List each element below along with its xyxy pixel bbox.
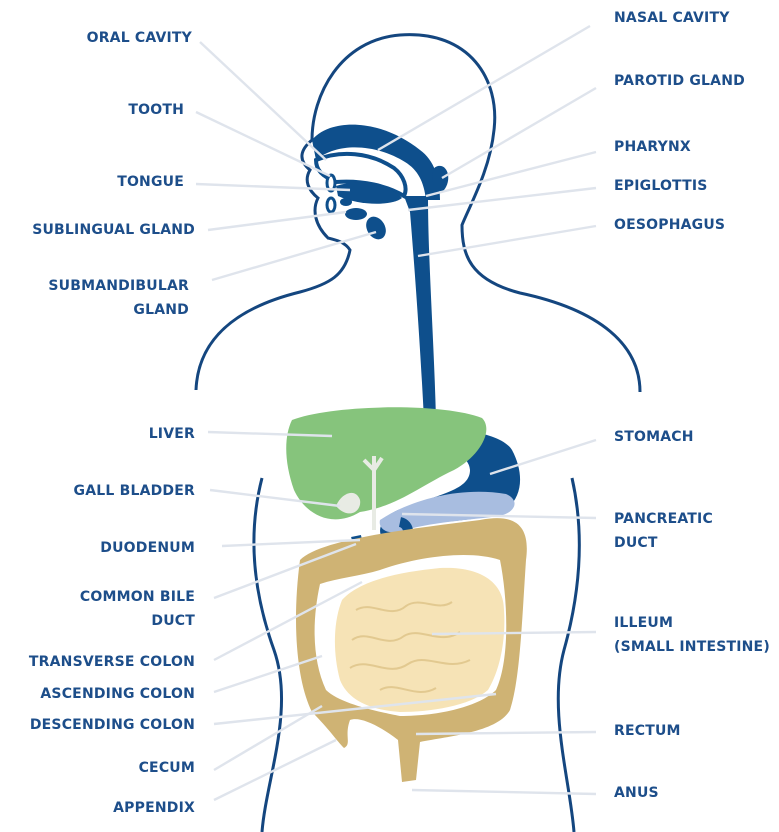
label-pancreatic-duct-line1: PANCREATIC <box>614 507 713 531</box>
body-outline-right-side <box>558 478 579 832</box>
label-descending-colon: DESCENDING COLON <box>30 713 195 737</box>
label-stomach: STOMACH <box>614 425 694 449</box>
label-transverse-colon: TRANSVERSE COLON <box>29 650 195 674</box>
sublingual-gland-shape <box>345 208 367 220</box>
label-tooth: TOOTH <box>128 98 184 122</box>
label-rectum: RECTUM <box>614 719 681 743</box>
label-common-bile-duct-line1: COMMON BILE <box>80 585 195 609</box>
label-liver: LIVER <box>149 422 195 446</box>
label-ascending-colon: ASCENDING COLON <box>40 682 195 706</box>
submandibular-gland-shape <box>362 213 390 243</box>
label-oesophagus: OESOPHAGUS <box>614 213 725 237</box>
small-intestine-shape <box>335 568 504 712</box>
label-submandibular-gland-line2: GLAND <box>133 298 189 322</box>
label-epiglottis: EPIGLOTTIS <box>614 174 708 198</box>
label-sublingual-gland: SUBLINGUAL GLAND <box>32 218 195 242</box>
label-parotid-gland: PAROTID GLAND <box>614 69 745 93</box>
label-illeum-line2: (SMALL INTESTINE) <box>614 635 770 659</box>
label-appendix: APPENDIX <box>113 796 195 820</box>
label-gall-bladder: GALL BLADDER <box>74 479 195 503</box>
label-oral-cavity: ORAL CAVITY <box>87 26 192 50</box>
label-nasal-cavity: NASAL CAVITY <box>614 6 730 30</box>
label-pancreatic-duct-line2: DUCT <box>614 531 658 555</box>
label-cecum: CECUM <box>139 756 195 780</box>
label-submandibular-gland-line1: SUBMANDIBULAR <box>48 274 189 298</box>
tooth-lower-shape <box>327 198 335 212</box>
label-tongue: TONGUE <box>117 170 184 194</box>
label-illeum-line1: ILLEUM <box>614 611 673 635</box>
oesophagus-shape <box>404 196 436 420</box>
label-common-bile-duct-line2: DUCT <box>151 609 195 633</box>
label-duodenum: DUODENUM <box>100 536 195 560</box>
gland-small-shape <box>340 198 352 206</box>
label-anus: ANUS <box>614 781 659 805</box>
label-pharynx: PHARYNX <box>614 135 691 159</box>
